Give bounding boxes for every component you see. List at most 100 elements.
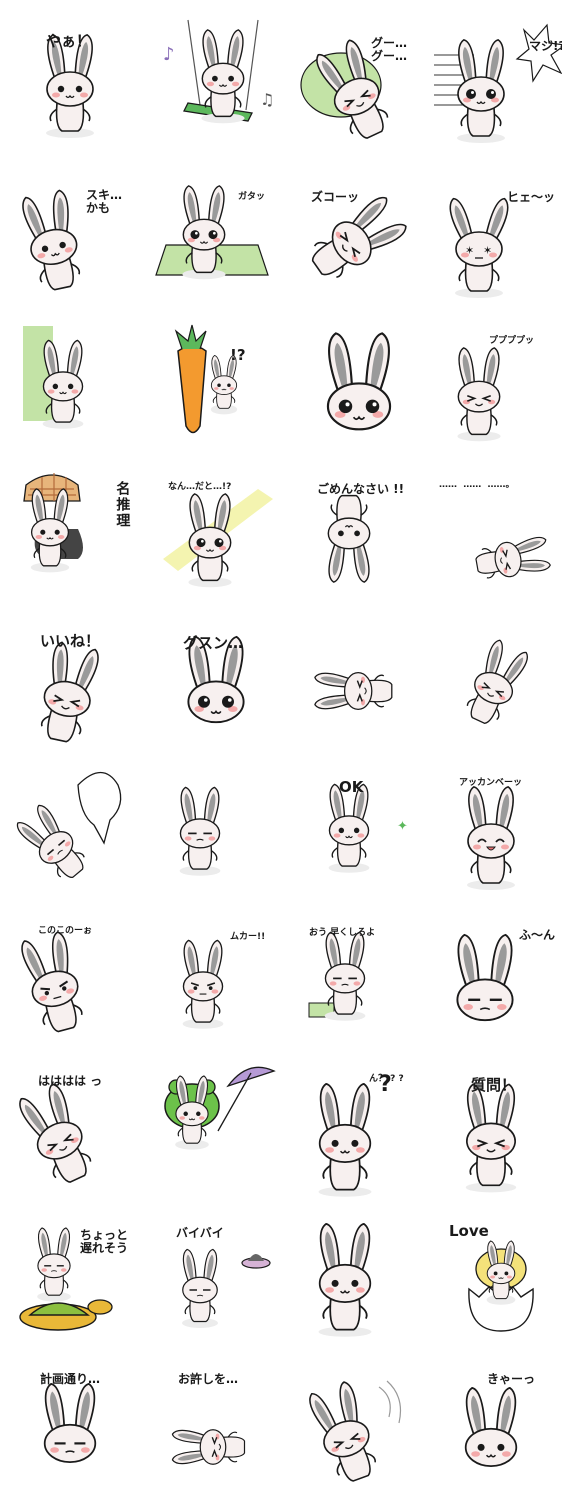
sticker-kyaa[interactable]: きゃーっ bbox=[429, 1347, 562, 1497]
sticker-depressed[interactable]: …… …… ……。 bbox=[429, 459, 562, 609]
sticker-egg[interactable]: Love bbox=[429, 1199, 562, 1349]
sticker-caption: ふ〜ん bbox=[519, 928, 556, 942]
sticker-shock[interactable]: マジ!? bbox=[429, 15, 562, 165]
bunny-illustration bbox=[164, 1066, 276, 1150]
bunny-illustration bbox=[43, 1382, 97, 1463]
sticker-lying[interactable] bbox=[289, 607, 429, 757]
sticker-wave[interactable] bbox=[289, 1347, 429, 1497]
sticker-angry[interactable]: ムカー!! bbox=[148, 903, 288, 1053]
sticker-stunned[interactable]: なん…だと…!? bbox=[148, 459, 288, 609]
sticker-sleep[interactable]: グー… グー… bbox=[289, 15, 429, 165]
bunny-illustration: ✶✶ bbox=[449, 197, 509, 298]
bunny-illustration: ♪♫ bbox=[163, 19, 274, 124]
sticker-caption: 名推理 bbox=[114, 481, 131, 529]
sticker-bow[interactable]: ごめんなさい !! bbox=[289, 459, 429, 609]
sticker-nudge[interactable]: このこのーぉ bbox=[8, 903, 148, 1053]
sticker-shy[interactable]: スキ… かも bbox=[8, 163, 148, 313]
bunny-illustration bbox=[308, 931, 366, 1021]
sticker-raisehand[interactable]: 質問！ bbox=[429, 1051, 562, 1201]
sticker-caption: お許しを… bbox=[178, 1372, 239, 1386]
sticker-cry[interactable]: グスン… bbox=[148, 607, 288, 757]
sticker-fall[interactable] bbox=[429, 607, 562, 757]
sticker-heart[interactable] bbox=[289, 1199, 429, 1349]
bunny-illustration bbox=[174, 324, 238, 434]
sticker-detective[interactable]: 名推理 bbox=[8, 459, 148, 609]
sticker-caption: ズコーッ bbox=[311, 190, 360, 204]
bunny-illustration bbox=[187, 635, 245, 724]
svg-text:?: ? bbox=[379, 1072, 392, 1097]
sticker-swing[interactable]: ♪♫ bbox=[148, 15, 288, 165]
sticker-tongue[interactable]: アッカンベーッ bbox=[429, 755, 562, 905]
sticker-caption: 質問！ bbox=[471, 1076, 517, 1094]
bunny-illustration bbox=[182, 939, 224, 1029]
sticker-peek[interactable] bbox=[8, 311, 148, 461]
sticker-closeup[interactable] bbox=[289, 311, 429, 461]
svg-text:♫: ♫ bbox=[260, 90, 274, 109]
bunny-illustration bbox=[46, 34, 94, 138]
sticker-caption: ガタッ bbox=[238, 192, 266, 202]
sticker-caption: バイバイ bbox=[176, 1226, 224, 1240]
sticker-like[interactable]: いいね！ bbox=[8, 607, 148, 757]
sticker-unimpressed[interactable]: ふ〜ん bbox=[429, 903, 562, 1053]
sticker-ghost[interactable] bbox=[8, 755, 148, 905]
bunny-illustration bbox=[155, 185, 269, 280]
bunny-illustration bbox=[171, 1429, 246, 1465]
bunny-illustration bbox=[467, 786, 515, 890]
sticker-caption: ちょっと 遅れそう bbox=[80, 1228, 129, 1256]
sticker-ufo[interactable]: バイバイ bbox=[148, 1199, 288, 1349]
bunny-illustration bbox=[311, 196, 407, 279]
bunny-illustration: ? bbox=[318, 1072, 392, 1197]
sticker-ok[interactable]: ✦ OK bbox=[289, 755, 429, 905]
sticker-frog[interactable] bbox=[148, 1051, 288, 1201]
bunny-illustration bbox=[318, 1222, 372, 1337]
sticker-caption: ごめんなさい !! bbox=[317, 482, 405, 496]
sticker-caption: きゃーっ bbox=[487, 1372, 536, 1386]
sticker-slip[interactable]: ズコーッ bbox=[289, 163, 429, 313]
bunny-illustration: ✦ bbox=[328, 783, 408, 873]
bunny-illustration bbox=[23, 326, 84, 429]
bunny-illustration bbox=[326, 332, 392, 431]
sticker-scared[interactable]: ✶✶ ヒェ〜ッ bbox=[429, 163, 562, 313]
sticker-question[interactable]: ? ん？ ? ? bbox=[289, 1051, 429, 1201]
sticker-caption: スキ… かも bbox=[86, 188, 123, 216]
bunny-illustration bbox=[327, 494, 371, 583]
bunny-illustration bbox=[23, 473, 83, 573]
sticker-plan[interactable]: 計画通り… bbox=[8, 1347, 148, 1497]
sticker-caption: アッカンベーッ bbox=[459, 778, 523, 788]
bunny-illustration bbox=[475, 536, 551, 579]
sticker-caption: なん…だと…!? bbox=[168, 482, 232, 492]
sticker-carrot[interactable]: !? bbox=[148, 311, 288, 461]
sticker-caption: いいね！ bbox=[40, 632, 101, 650]
sticker-caption: グスン… bbox=[183, 634, 244, 652]
bunny-illustration bbox=[309, 1380, 402, 1482]
sticker-caption: ププププッ bbox=[489, 336, 535, 346]
sticker-caption: はははは っ bbox=[38, 1074, 103, 1088]
bunny-illustration bbox=[466, 639, 528, 725]
bunny-illustration bbox=[300, 39, 389, 139]
sticker-turtle[interactable]: ちょっと 遅れそう bbox=[8, 1199, 148, 1349]
bunny-illustration bbox=[314, 671, 393, 711]
sticker-caption: 計画通り… bbox=[40, 1372, 101, 1386]
bunny-illustration bbox=[457, 347, 501, 442]
bunny-illustration bbox=[464, 1386, 518, 1467]
bunny-illustration bbox=[21, 931, 83, 1033]
sticker-caption: ヒェ〜ッ bbox=[507, 190, 556, 204]
sticker-nervous[interactable] bbox=[148, 755, 288, 905]
bunny-illustration bbox=[19, 1227, 113, 1331]
bunny-illustration bbox=[182, 1248, 271, 1328]
sticker-impatient[interactable]: おう 早くしろよ bbox=[289, 903, 429, 1053]
bunny-illustration bbox=[16, 771, 122, 878]
sticker-forgive[interactable]: お許しを… bbox=[148, 1347, 288, 1497]
svg-text:♪: ♪ bbox=[163, 44, 175, 65]
sticker-standup[interactable]: ガタッ bbox=[148, 163, 288, 313]
sticker-laugh[interactable]: はははは っ bbox=[8, 1051, 148, 1201]
sticker-caption: ムカー!! bbox=[230, 932, 266, 942]
sticker-giggle[interactable]: ププププッ bbox=[429, 311, 562, 461]
sticker-hello[interactable]: やぁ！ bbox=[8, 15, 148, 165]
bunny-illustration bbox=[40, 641, 99, 743]
sticker-caption: やぁ！ bbox=[46, 32, 92, 50]
sticker-caption: …… …… ……。 bbox=[439, 480, 515, 490]
svg-text:✶: ✶ bbox=[483, 244, 492, 257]
sticker-caption: おう 早くしろよ bbox=[309, 928, 376, 938]
